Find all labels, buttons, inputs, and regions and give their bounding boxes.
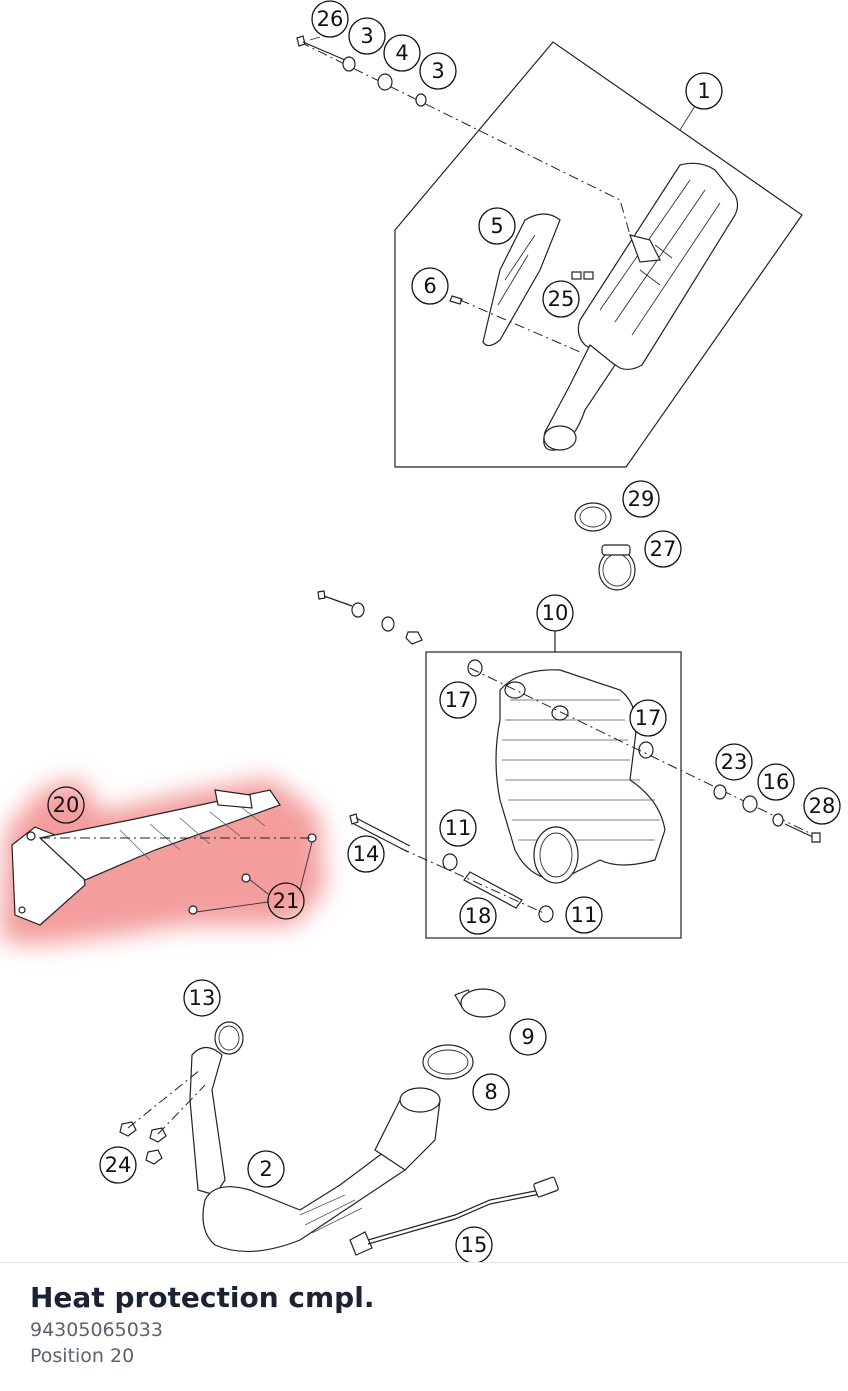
- svg-text:18: 18: [465, 904, 492, 928]
- svg-text:16: 16: [763, 770, 790, 794]
- callout-17a[interactable]: 17: [439, 681, 477, 719]
- callout-14[interactable]: 14: [347, 835, 385, 873]
- svg-text:24: 24: [105, 1153, 132, 1177]
- header-pipe[interactable]: [119, 988, 559, 1256]
- svg-text:9: 9: [521, 1025, 534, 1049]
- callout-1[interactable]: 1: [679, 72, 723, 131]
- callout-29[interactable]: 29: [622, 480, 660, 518]
- callout-15[interactable]: 15: [455, 1226, 493, 1264]
- part-info-panel: Heat protection cmpl. 94305065033 Positi…: [0, 1262, 848, 1391]
- callout-17b[interactable]: 17: [629, 699, 667, 737]
- callout-8[interactable]: 8: [472, 1073, 510, 1111]
- callout-10[interactable]: 10: [536, 594, 574, 632]
- callout-24[interactable]: 24: [99, 1146, 137, 1184]
- callout-5[interactable]: 5: [478, 207, 516, 245]
- svg-text:27: 27: [650, 537, 677, 561]
- callout-27[interactable]: 27: [644, 530, 682, 568]
- callout-13[interactable]: 13: [183, 979, 221, 1017]
- silencer-group[interactable]: [299, 41, 803, 468]
- callout-23[interactable]: 23: [715, 743, 753, 781]
- manifold-group[interactable]: [399, 630, 821, 939]
- heat-protection-part[interactable]: [11, 789, 317, 926]
- svg-text:28: 28: [809, 794, 836, 818]
- svg-text:10: 10: [542, 601, 569, 625]
- part-number: 94305065033: [30, 1319, 163, 1341]
- svg-text:6: 6: [423, 274, 436, 298]
- svg-text:23: 23: [721, 750, 748, 774]
- svg-text:17: 17: [445, 688, 472, 712]
- callout-16[interactable]: 16: [757, 763, 795, 801]
- svg-text:3: 3: [431, 59, 444, 83]
- callout-28[interactable]: 28: [803, 787, 841, 825]
- callout-2[interactable]: 2: [247, 1150, 285, 1188]
- svg-text:5: 5: [490, 214, 503, 238]
- callout-11a[interactable]: 11: [439, 809, 477, 847]
- callout-18[interactable]: 18: [459, 897, 497, 935]
- top-fasteners[interactable]: [296, 35, 427, 107]
- svg-text:25: 25: [548, 287, 575, 311]
- svg-text:17: 17: [635, 706, 662, 730]
- svg-text:3: 3: [360, 24, 373, 48]
- callout-25[interactable]: 25: [542, 280, 580, 318]
- callout-6[interactable]: 6: [411, 267, 449, 305]
- svg-text:26: 26: [317, 7, 344, 31]
- exploded-parts-diagram: 26 3 4 3 1 5 6 25 29 27 10 17 17 23 16 2…: [0, 0, 841, 1264]
- svg-text:11: 11: [445, 816, 472, 840]
- callout-26[interactable]: 26: [309, 0, 349, 41]
- callout-20[interactable]: 20: [47, 786, 85, 824]
- callout-4[interactable]: 4: [383, 34, 421, 72]
- svg-text:8: 8: [484, 1080, 497, 1104]
- svg-text:13: 13: [189, 986, 216, 1010]
- manifold-fasteners[interactable]: [317, 590, 821, 853]
- callout-21[interactable]: 21: [267, 882, 305, 920]
- svg-text:2: 2: [259, 1157, 272, 1181]
- svg-text:1: 1: [697, 79, 710, 103]
- seal-and-clamp[interactable]: [574, 502, 636, 591]
- svg-text:20: 20: [53, 793, 80, 817]
- callout-3a[interactable]: 3: [348, 17, 386, 55]
- callout-11b[interactable]: 11: [565, 896, 603, 934]
- part-position: Position 20: [30, 1345, 135, 1367]
- callout-3b[interactable]: 3: [419, 52, 457, 90]
- svg-text:15: 15: [461, 1233, 488, 1257]
- svg-text:14: 14: [353, 842, 380, 866]
- svg-text:4: 4: [395, 41, 408, 65]
- svg-text:29: 29: [628, 487, 655, 511]
- heat-protection-highlight: [0, 778, 325, 945]
- svg-text:21: 21: [273, 889, 300, 913]
- svg-text:11: 11: [571, 903, 598, 927]
- callout-9[interactable]: 9: [509, 1018, 547, 1056]
- part-title: Heat protection cmpl.: [30, 1281, 375, 1314]
